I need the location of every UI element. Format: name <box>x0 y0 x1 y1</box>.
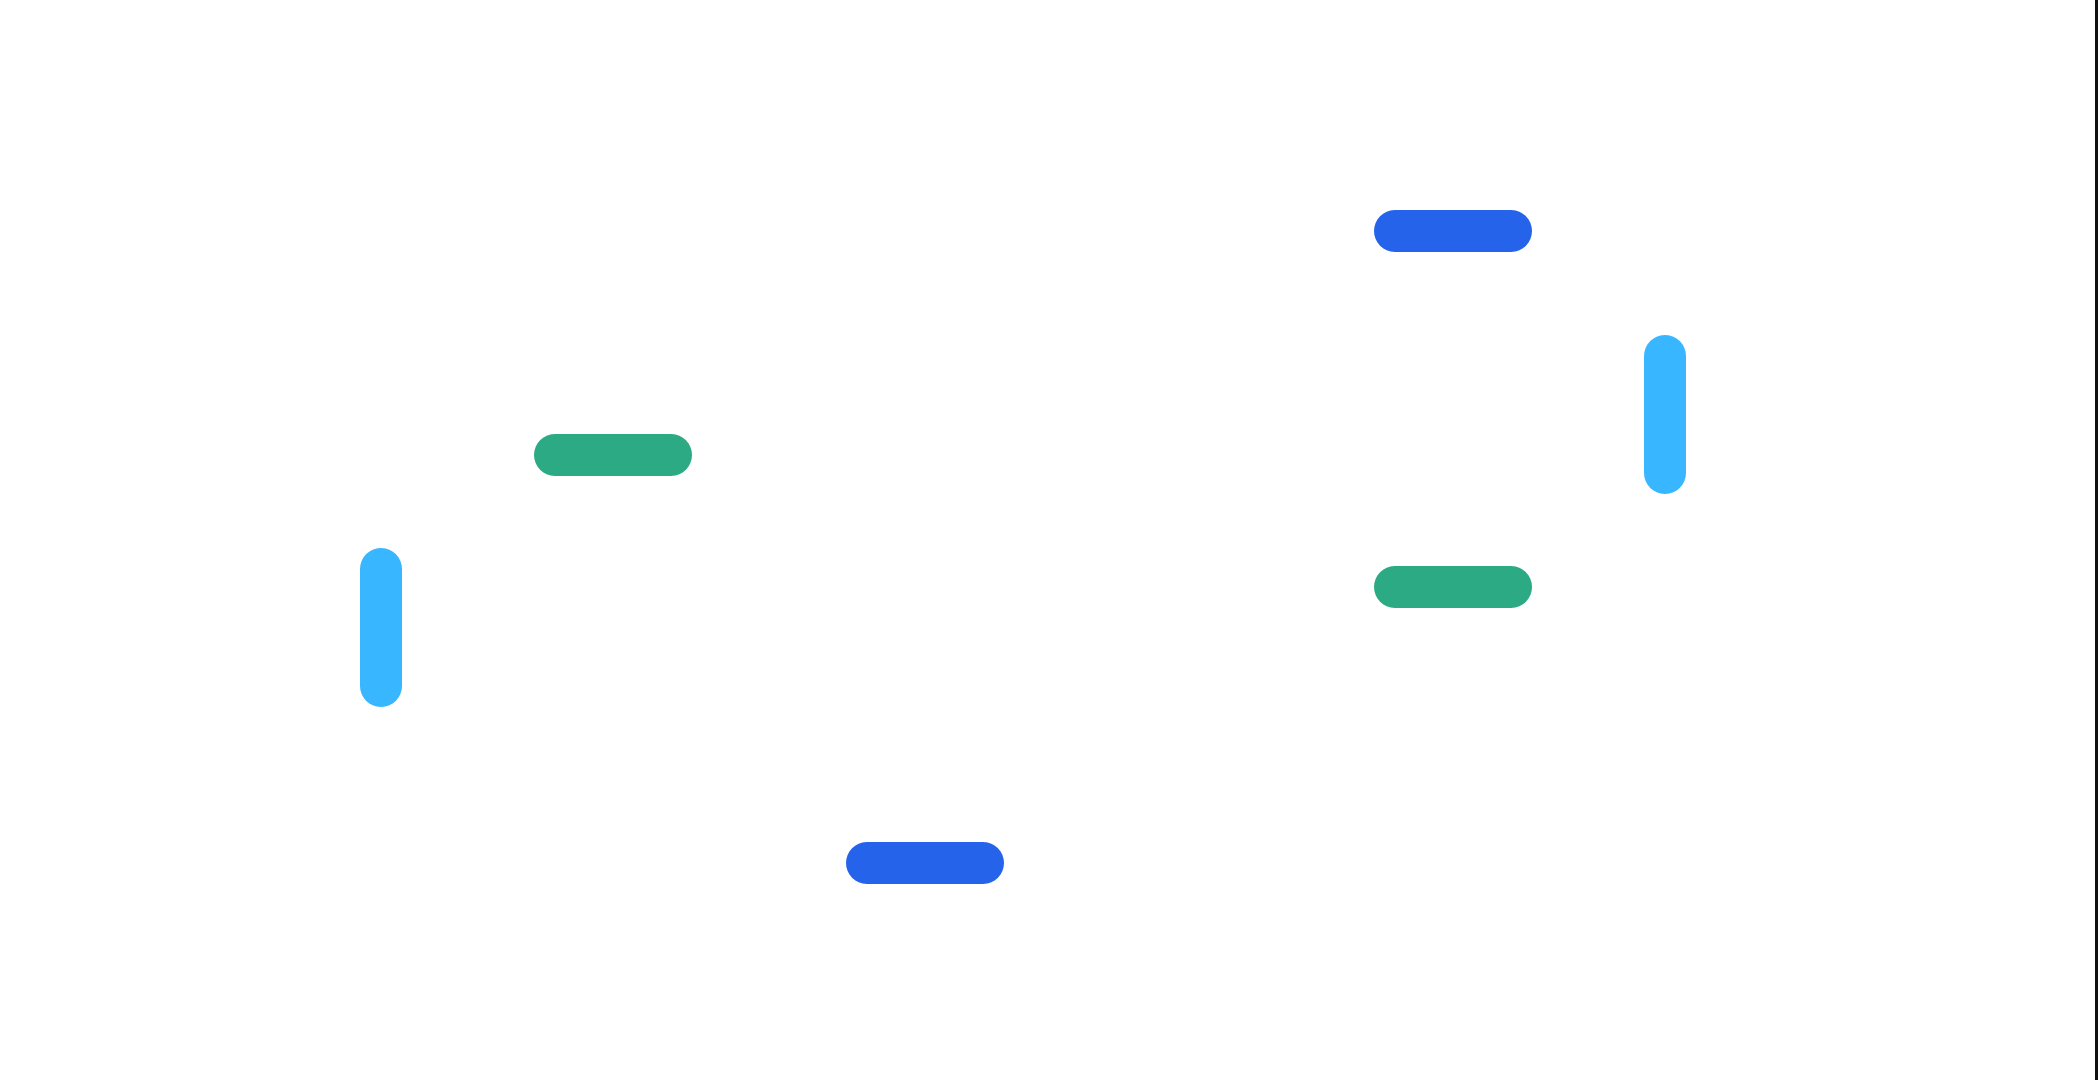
cyan-vertical-pill[interactable] <box>360 548 402 707</box>
green-horizontal-pill[interactable] <box>534 434 692 476</box>
green-horizontal-pill[interactable] <box>1374 566 1532 608</box>
cyan-vertical-pill[interactable] <box>1644 335 1686 494</box>
blue-horizontal-pill[interactable] <box>846 842 1004 884</box>
blue-horizontal-pill[interactable] <box>1374 210 1532 252</box>
right-edge-divider <box>2095 0 2098 1080</box>
